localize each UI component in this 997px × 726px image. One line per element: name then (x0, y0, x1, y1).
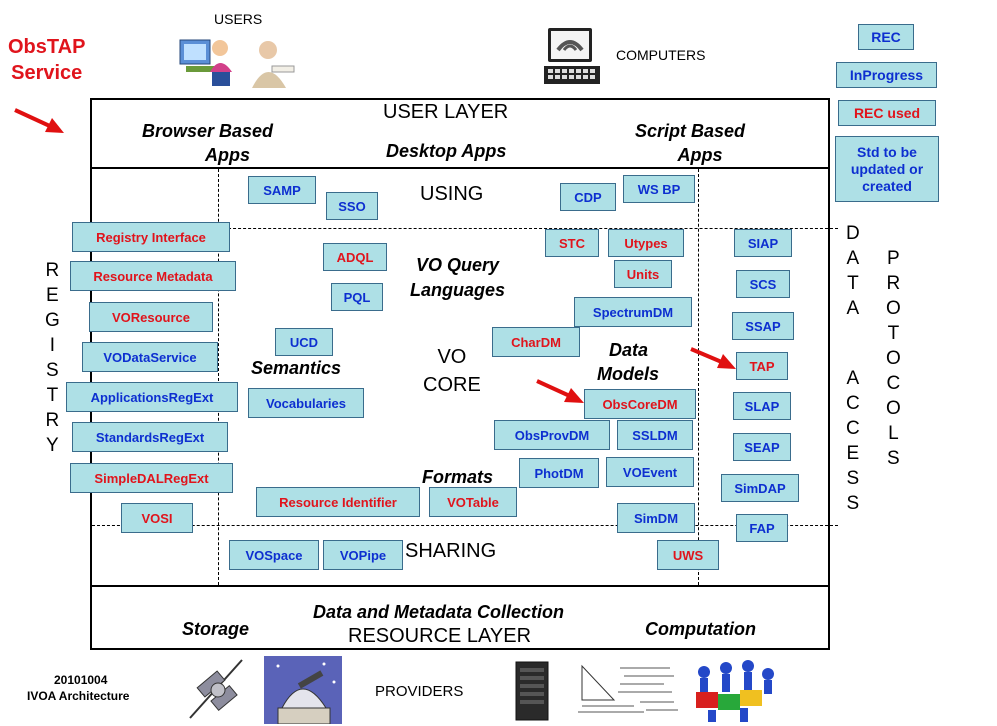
obstap-service-title: ObsTAP Service (8, 36, 86, 84)
observatory-image (264, 656, 342, 724)
box-standardsregext: StandardsRegExt (72, 422, 228, 452)
browser-based-apps: Browser Based Apps (142, 121, 274, 165)
data-metadata-collection: Data and Metadata Collection (313, 602, 565, 622)
box-vosi: VOSI (121, 503, 193, 533)
left-dashed-line (218, 169, 219, 585)
footer-date: 20101004 (54, 673, 108, 687)
box-voevent: VOEvent (606, 457, 694, 487)
box-samp: SAMP (248, 176, 316, 204)
box-obscoredm: ObsCoreDM (584, 389, 696, 419)
box-photdm: PhotDM (519, 458, 599, 488)
box-simdm: SimDM (617, 503, 695, 533)
core-bottom-dashed-line (92, 525, 838, 526)
obscoredm-arrow-icon (536, 379, 584, 403)
users-image (179, 39, 295, 88)
computers-label: COMPUTERS (616, 47, 706, 63)
semantics-label: Semantics (251, 358, 342, 378)
box-pql: PQL (331, 283, 383, 311)
storage-label: Storage (182, 619, 250, 639)
box-resource-identifier: Resource Identifier (256, 487, 420, 517)
registry-label: R E G I S T R Y (45, 260, 60, 456)
box-fap: FAP (736, 514, 788, 542)
box-siap: SIAP (734, 229, 792, 257)
box-uws: UWS (657, 540, 719, 570)
box-tap: TAP (736, 352, 788, 380)
box-registry-interface: Registry Interface (72, 222, 230, 252)
data-label: D A T A (846, 223, 860, 319)
resource-layer-title: RESOURCE LAYER (348, 625, 532, 647)
box-ws-bp: WS BP (623, 175, 695, 203)
using-label: USING (420, 183, 484, 205)
satellite-image (189, 659, 243, 719)
computation-label: Computation (645, 619, 756, 639)
math-notes-image (578, 664, 678, 713)
vo-core-label: VO CORE (423, 346, 481, 396)
box-spectrumdm: SpectrumDM (574, 297, 692, 327)
data-models-label: Data Models (597, 340, 660, 384)
sharing-label: SHARING (405, 540, 497, 562)
box-sso: SSO (326, 192, 378, 220)
box-utypes: Utypes (608, 229, 684, 257)
box-units: Units (614, 260, 672, 288)
box-resource-metadata: Resource Metadata (70, 261, 236, 291)
legend-in-progress: InProgress (836, 62, 937, 88)
box-cdp: CDP (560, 183, 616, 211)
puzzle-people-image (696, 660, 774, 722)
box-ucd: UCD (275, 328, 333, 356)
box-votable: VOTable (429, 487, 517, 517)
users-label: USERS (214, 11, 263, 27)
box-stc: STC (545, 229, 599, 257)
vo-query-languages-label: VO Query Languages (410, 255, 506, 300)
formats-label: Formats (422, 467, 494, 487)
box-voresource: VOResource (89, 302, 213, 332)
box-simdap: SimDAP (721, 474, 799, 502)
footer-architecture: IVOA Architecture (27, 689, 130, 703)
obstap-arrow-icon (14, 108, 64, 133)
box-applicationsregext: ApplicationsRegExt (66, 382, 238, 412)
legend-rec-used: REC used (838, 100, 936, 126)
protocols-label: P R O T O C O L S (886, 248, 901, 469)
box-slap: SLAP (733, 392, 791, 420)
box-simpledalregext: SimpleDALRegExt (70, 463, 233, 493)
box-vopipe: VOPipe (323, 540, 403, 570)
architecture-frame (90, 98, 830, 650)
box-seap: SEAP (733, 433, 791, 461)
right-dashed-line (698, 169, 699, 585)
box-chardm: CharDM (492, 327, 580, 357)
user-layer-divider (90, 167, 830, 169)
legend-std-to-be-updated: Std to be updated or created (835, 136, 939, 202)
box-vospace: VOSpace (229, 540, 319, 570)
desktop-apps: Desktop Apps (386, 141, 507, 161)
server-rack-image (515, 661, 549, 721)
computer-icon (544, 28, 600, 84)
core-top-dashed-line (218, 228, 838, 229)
box-vocabularies: Vocabularies (248, 388, 364, 418)
resource-layer-divider (90, 585, 830, 587)
script-based-apps: Script Based Apps (635, 121, 746, 165)
box-ssap: SSAP (732, 312, 794, 340)
box-ssldm: SSLDM (617, 420, 693, 450)
box-obsprovdm: ObsProvDM (494, 420, 610, 450)
tap-arrow-icon (690, 347, 736, 369)
access-label: A C C E S S (846, 368, 860, 514)
box-adql: ADQL (323, 243, 387, 271)
providers-label: PROVIDERS (375, 683, 464, 700)
box-vodataservice: VODataService (82, 342, 218, 372)
user-layer-title: USER LAYER (383, 101, 509, 123)
box-scs: SCS (736, 270, 790, 298)
legend-rec: REC (858, 24, 914, 50)
